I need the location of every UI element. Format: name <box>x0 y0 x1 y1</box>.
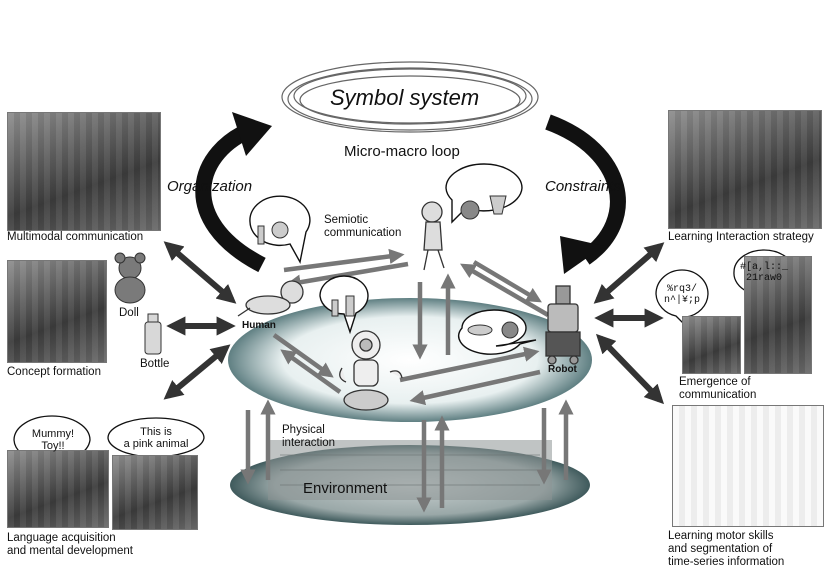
micro-macro-loop-label: Micro-macro loop <box>344 143 460 160</box>
semiotic-communication-label: Semiotic communication <box>324 214 402 239</box>
organization-label: Organization <box>167 178 253 195</box>
agent-disc <box>228 298 592 422</box>
mummy-speech: Mummy! Toy!! <box>31 428 75 452</box>
human-figure <box>237 280 304 317</box>
child-figure <box>421 201 445 271</box>
organization-arrow <box>195 120 266 273</box>
interaction-strategy-photo <box>668 110 822 229</box>
learning-interaction-label: Learning Interaction strategy <box>668 231 814 243</box>
language-photo-2 <box>112 455 198 530</box>
motor-skills-photo <box>672 405 824 527</box>
doll-figure <box>114 252 146 304</box>
bottle-label: Bottle <box>140 358 170 370</box>
small-robot-figure <box>339 330 403 411</box>
environment-disc <box>230 440 590 525</box>
motor-skills-label: Learning motor skills and segmentation o… <box>668 530 785 568</box>
multimodal-label: Multimodal communication <box>7 231 144 243</box>
human-label: Human <box>242 320 276 331</box>
doll-label: Doll <box>119 307 139 319</box>
emergence-photo-2 <box>744 256 812 374</box>
tall-robot-figure <box>545 285 581 365</box>
constraints-label: Constraints <box>545 178 621 195</box>
symbol-system-rings <box>281 61 539 133</box>
robot-speech-2: #[a,l::_ 21raw0 <box>739 262 788 284</box>
robot-speech-1: %rq3/ n^|¥;p <box>663 284 700 306</box>
robot-label: Robot <box>548 364 577 375</box>
bottle-figure <box>144 313 162 355</box>
emergence-photo-1 <box>682 316 741 374</box>
multimodal-photo <box>7 112 161 231</box>
language-photo-1 <box>7 450 109 528</box>
physical-interaction-label: Physical interaction <box>282 424 336 449</box>
pink-animal-speech: This is a pink animal <box>123 426 189 450</box>
concept-formation-photo <box>7 260 107 363</box>
symbol-system-label: Symbol system <box>330 85 480 110</box>
emergence-label: Emergence of communication <box>679 376 757 401</box>
concept-formation-label: Concept formation <box>7 366 101 378</box>
environment-label: Environment <box>303 480 388 497</box>
language-acquisition-label: Language acquisition and mental developm… <box>7 532 133 557</box>
